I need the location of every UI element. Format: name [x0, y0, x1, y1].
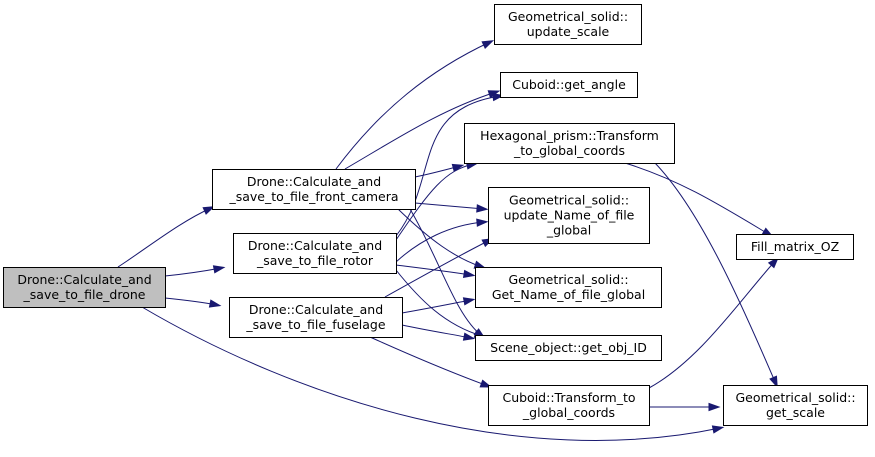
node-label: update_Name_of_file: [504, 208, 635, 223]
node-label: _save_to_file_drone: [23, 287, 146, 302]
edge-fuselage-to-get_obj_id: [401, 324, 476, 341]
arrowhead: [769, 375, 778, 389]
node-rotor[interactable]: Drone::Calculate_and_save_to_file_rotor: [233, 233, 397, 274]
arrowhead: [451, 163, 465, 172]
edge-front_camera-to-update_scale: [335, 40, 495, 170]
nodes: Drone::Calculate_and_save_to_file_droneD…: [3, 4, 868, 426]
node-label: _global: [546, 223, 591, 238]
arrowhead: [767, 256, 780, 269]
edge-root-to-get_scale: [141, 306, 725, 441]
arrowhead: [212, 265, 226, 274]
node-label: Drone::Calculate_and: [247, 174, 381, 189]
node-label: Drone::Calculate_and: [17, 272, 151, 287]
node-label: Geometrical_solid::: [508, 9, 628, 24]
node-label: Geometrical_solid::: [735, 390, 855, 405]
arrowhead: [202, 206, 216, 215]
arrowhead: [462, 332, 476, 341]
arrowhead: [708, 402, 721, 412]
arrowhead: [476, 204, 489, 213]
edge-rotor-to-get_angle: [395, 92, 505, 237]
edge-hex_transform-to-get_scale: [654, 162, 778, 389]
node-label: get_scale: [766, 405, 825, 420]
node-label: _save_to_file_front_camera: [228, 189, 398, 204]
node-box: [500, 72, 638, 98]
node-box: [229, 297, 403, 338]
node-label: Geometrical_solid::: [509, 193, 629, 208]
node-label: Fill_matrix_OZ: [751, 239, 839, 254]
edge-root-to-front_camera: [117, 206, 216, 268]
edge-front_camera-to-get_obj_id: [409, 208, 486, 339]
node-fill-matrix[interactable]: Fill_matrix_OZ: [736, 234, 854, 260]
node-box: [723, 385, 868, 426]
arrowhead: [462, 269, 476, 279]
node-box: [494, 4, 642, 45]
edge-front_camera-to-hex_transform: [414, 163, 465, 178]
node-label: Hexagonal_prism::Transform: [480, 128, 659, 143]
node-box: [475, 267, 662, 308]
node-root[interactable]: Drone::Calculate_and_save_to_file_drone: [3, 267, 166, 308]
edge-fuselage-to-cuboid_transform: [369, 336, 493, 388]
edge-cuboid_transform-to-fill_matrix: [648, 256, 780, 389]
edge-rotor-to-update_name: [395, 218, 489, 263]
arrowhead: [481, 40, 495, 49]
node-label: _to_global_coords: [513, 143, 625, 158]
node-box: [736, 234, 854, 260]
node-label: update_scale: [527, 24, 610, 39]
node-label: _global_coords: [522, 405, 615, 420]
node-label: Drone::Calculate_and: [249, 302, 383, 317]
node-label: Cuboid::get_angle: [512, 77, 626, 92]
node-box: [464, 123, 675, 164]
node-update-scale[interactable]: Geometrical_solid::update_scale: [494, 4, 642, 45]
node-box: [212, 169, 416, 210]
node-front-camera[interactable]: Drone::Calculate_and_save_to_file_front_…: [212, 169, 416, 210]
node-cuboid-transform[interactable]: Cuboid::Transform_to_global_coords: [488, 385, 650, 426]
arrowhead: [208, 299, 222, 308]
node-box: [233, 233, 397, 274]
edge-root-to-rotor: [164, 265, 226, 277]
node-update-name[interactable]: Geometrical_solid::update_Name_of_file_g…: [488, 187, 650, 244]
edge-front_camera-to-update_name: [414, 202, 489, 213]
node-box: [475, 335, 662, 361]
edge-rotor-to-get_obj_id: [395, 269, 487, 338]
node-get-scale[interactable]: Geometrical_solid::get_scale: [723, 385, 868, 426]
arrowhead: [711, 425, 725, 434]
edge-rotor-to-get_name: [395, 264, 476, 279]
edge-root-to-fuselage: [164, 297, 222, 308]
node-box: [488, 187, 650, 244]
node-fuselage[interactable]: Drone::Calculate_and_save_to_file_fusela…: [229, 297, 403, 338]
node-label: Geometrical_solid::: [508, 272, 628, 287]
node-get-name[interactable]: Geometrical_solid::Get_Name_of_file_glob…: [475, 267, 662, 308]
arrowhead: [476, 218, 489, 227]
node-label: Scene_object::get_obj_ID: [490, 340, 647, 355]
arrowhead: [462, 297, 476, 306]
node-label: Get_Name_of_file_global: [492, 287, 645, 302]
edges: [117, 40, 780, 441]
node-get-angle[interactable]: Cuboid::get_angle: [500, 72, 638, 98]
edge-cuboid_transform-to-get_scale: [648, 402, 721, 412]
node-get-obj-id[interactable]: Scene_object::get_obj_ID: [475, 335, 662, 361]
node-label: _save_to_file_rotor: [256, 253, 374, 268]
node-label: Cuboid::Transform_to: [502, 390, 635, 405]
node-hex-transform[interactable]: Hexagonal_prism::Transform_to_global_coo…: [464, 123, 675, 164]
node-box: [3, 267, 166, 308]
node-box: [488, 385, 650, 426]
node-label: Drone::Calculate_and: [248, 238, 382, 253]
node-label: _save_to_file_fuselage: [245, 317, 385, 332]
edge-fuselage-to-get_name: [401, 297, 476, 314]
